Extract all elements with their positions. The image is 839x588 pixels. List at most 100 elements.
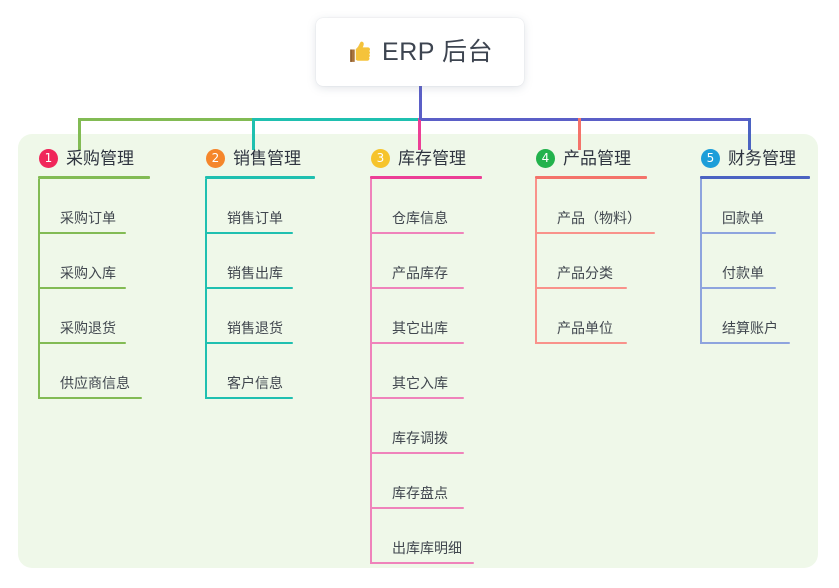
column-title-3: 库存管理 [398, 148, 466, 168]
leaf-item-label: 销售订单 [227, 210, 283, 226]
column-badge-2: 2 [206, 148, 225, 168]
leaf-item-label: 产品库存 [392, 265, 448, 281]
leaf-item[interactable]: 库存盘点 [370, 454, 482, 509]
column-underline-3 [370, 176, 482, 179]
column-title-5: 财务管理 [728, 148, 796, 168]
leaf-item[interactable]: 仓库信息 [370, 179, 482, 234]
leaf-item-label: 库存调拨 [392, 430, 448, 446]
leaf-item[interactable]: 销售出库 [205, 234, 315, 289]
column-title-4: 产品管理 [563, 148, 631, 168]
leaf-item-label: 采购入库 [60, 265, 116, 281]
leaf-item-label: 库存盘点 [392, 485, 448, 501]
leaf-item[interactable]: 采购订单 [38, 179, 150, 234]
column-header-2[interactable]: 2 销售管理 [205, 140, 315, 176]
leaf-item-underline [700, 232, 776, 234]
diagram-background-panel [18, 134, 818, 568]
bus-segment-purple [418, 118, 748, 121]
leaf-item-label: 采购订单 [60, 210, 116, 226]
leaf-item[interactable]: 付款单 [700, 234, 810, 289]
column-badge-5: 5 [701, 148, 720, 168]
connector-stub-1 [78, 118, 81, 150]
column-badge-4: 4 [536, 148, 555, 168]
leaf-item-underline [700, 342, 790, 344]
column-items-3: 仓库信息产品库存其它出库其它入库库存调拨库存盘点出库库明细 [370, 179, 482, 564]
connector-stub-2 [252, 118, 255, 150]
thumbs-up-icon [350, 41, 371, 62]
column-items-4: 产品（物料） 产品分类产品单位 [535, 179, 655, 344]
column-spine-2 [205, 179, 207, 399]
leaf-item[interactable]: 产品分类 [535, 234, 647, 289]
root-connector-line [419, 86, 422, 120]
leaf-item-underline [700, 287, 776, 289]
leaf-item[interactable]: 供应商信息 [38, 344, 150, 399]
bus-segment-green [78, 118, 254, 121]
leaf-item-underline [535, 232, 655, 234]
leaf-item-label: 产品（物料） [557, 210, 641, 226]
column-spine-4 [535, 179, 537, 344]
leaf-item[interactable]: 产品（物料） [535, 179, 655, 234]
leaf-item-label: 产品分类 [557, 265, 613, 281]
leaf-item-underline [205, 287, 293, 289]
column-3: 3 库存管理仓库信息产品库存其它出库其它入库库存调拨库存盘点出库库明细 [370, 140, 482, 564]
leaf-item-label: 其它入库 [392, 375, 448, 391]
column-underline-4 [535, 176, 647, 179]
leaf-item-underline [370, 452, 464, 454]
leaf-item-label: 产品单位 [557, 320, 613, 336]
leaf-item[interactable]: 产品库存 [370, 234, 482, 289]
column-items-2: 销售订单销售出库销售退货客户信息 [205, 179, 315, 399]
connector-stub-4 [578, 118, 581, 150]
leaf-item[interactable]: 其它出库 [370, 289, 482, 344]
leaf-item-underline [38, 287, 126, 289]
leaf-item[interactable]: 其它入库 [370, 344, 482, 399]
leaf-item[interactable]: 采购退货 [38, 289, 150, 344]
leaf-item-label: 回款单 [722, 210, 764, 226]
leaf-item-label: 仓库信息 [392, 210, 448, 226]
column-items-1: 采购订单采购入库采购退货供应商信息 [38, 179, 150, 399]
leaf-item[interactable]: 结算账户 [700, 289, 810, 344]
column-spine-3 [370, 179, 372, 564]
column-header-5[interactable]: 5 财务管理 [700, 140, 810, 176]
leaf-item-underline [370, 562, 474, 564]
leaf-item[interactable]: 采购入库 [38, 234, 150, 289]
leaf-item-underline [38, 342, 126, 344]
leaf-item-label: 结算账户 [722, 320, 778, 336]
leaf-item[interactable]: 产品单位 [535, 289, 647, 344]
column-items-5: 回款单付款单结算账户 [700, 179, 810, 344]
column-header-4[interactable]: 4 产品管理 [535, 140, 647, 176]
leaf-item-underline [205, 397, 293, 399]
leaf-item-label: 供应商信息 [60, 375, 130, 391]
leaf-item-underline [370, 507, 464, 509]
leaf-item-underline [535, 342, 627, 344]
root-node-title: ERP 后台 [382, 37, 493, 66]
column-badge-1: 1 [39, 148, 58, 168]
leaf-item-underline [205, 232, 293, 234]
column-title-1: 采购管理 [66, 148, 134, 168]
column-title-2: 销售管理 [233, 148, 301, 168]
column-underline-5 [700, 176, 810, 179]
leaf-item-underline [205, 342, 293, 344]
leaf-item[interactable]: 回款单 [700, 179, 810, 234]
leaf-item-label: 销售出库 [227, 265, 283, 281]
leaf-item-label: 销售退货 [227, 320, 283, 336]
leaf-item[interactable]: 库存调拨 [370, 399, 482, 454]
column-1: 1 采购管理采购订单采购入库采购退货供应商信息 [38, 140, 150, 399]
connector-stub-5 [748, 118, 751, 150]
column-4: 4 产品管理产品（物料） 产品分类产品单位 [535, 140, 655, 344]
column-header-1[interactable]: 1 采购管理 [38, 140, 150, 176]
leaf-item[interactable]: 客户信息 [205, 344, 315, 399]
leaf-item-underline [370, 342, 464, 344]
leaf-item-label: 出库库明细 [392, 540, 462, 556]
leaf-item-underline [38, 232, 126, 234]
leaf-item[interactable]: 销售订单 [205, 179, 315, 234]
leaf-item-label: 其它出库 [392, 320, 448, 336]
connector-stub-3 [418, 118, 421, 150]
column-badge-3: 3 [371, 148, 390, 168]
leaf-item-label: 采购退货 [60, 320, 116, 336]
leaf-item[interactable]: 出库库明细 [370, 509, 482, 564]
leaf-item[interactable]: 销售退货 [205, 289, 315, 344]
leaf-item-underline [38, 397, 142, 399]
leaf-item-label: 客户信息 [227, 375, 283, 391]
column-header-3[interactable]: 3 库存管理 [370, 140, 482, 176]
root-node-card[interactable]: ERP 后台 [316, 18, 524, 86]
column-underline-1 [38, 176, 150, 179]
